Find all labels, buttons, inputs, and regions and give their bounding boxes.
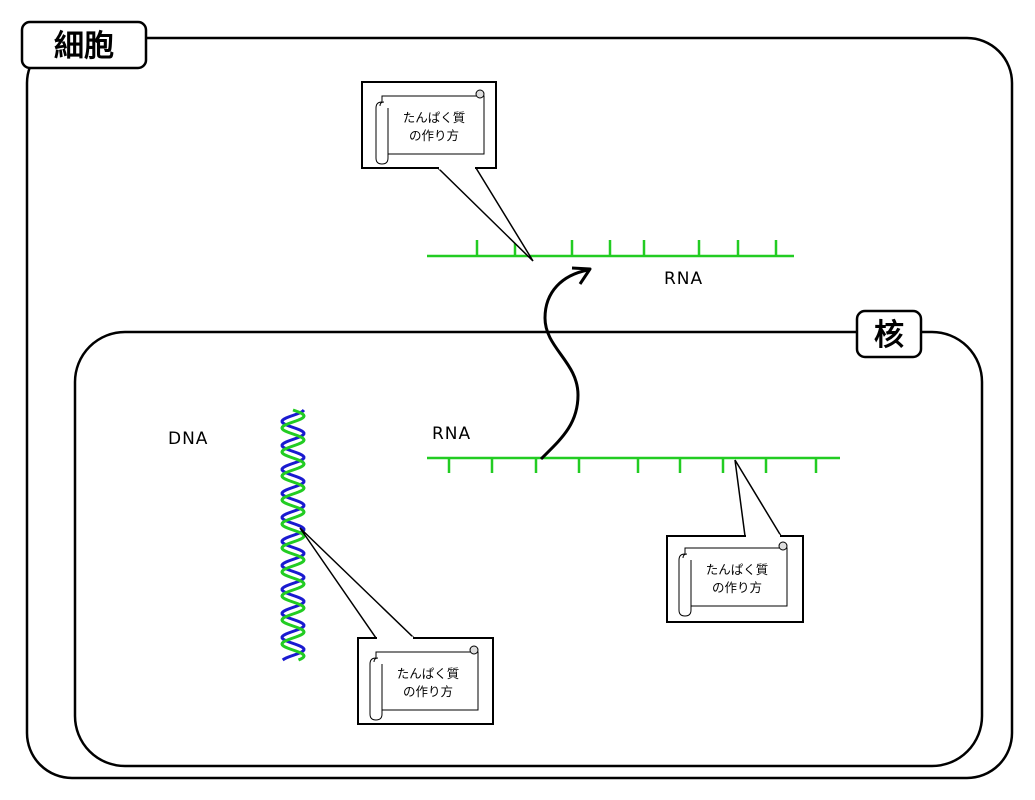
rna-cytoplasm-label: RNA: [664, 269, 703, 289]
dna-strand-blue: [280, 409, 306, 662]
rna-nucleus-label: RNA: [432, 424, 471, 444]
dna-helix: [280, 408, 306, 662]
cell-label-tag: 細胞: [20, 20, 148, 70]
scroll-text-line2: の作り方: [712, 580, 762, 595]
scroll-text-line1: たんぱく質: [706, 562, 769, 577]
cell-membrane: [25, 36, 1014, 780]
scroll-text-line1: たんぱく質: [397, 666, 460, 681]
scroll-text-line2: の作り方: [409, 128, 459, 143]
scroll-icon: たんぱく質 の作り方: [375, 89, 485, 165]
cell-label: 細胞: [54, 29, 114, 64]
nucleus-label: 核: [874, 318, 904, 353]
rna-strand-nucleus: [427, 456, 840, 473]
scroll-icon: たんぱく質 の作り方: [678, 541, 788, 617]
dna-strand-green: [280, 408, 306, 662]
scroll-text-line1: たんぱく質: [403, 110, 466, 125]
scroll-text-line2: の作り方: [403, 684, 453, 699]
callout-rna-nucleus: たんぱく質 の作り方: [666, 459, 804, 623]
nucleus-membrane: [73, 330, 984, 768]
scroll-icon: たんぱく質 の作り方: [369, 645, 479, 721]
export-arrow: [539, 266, 592, 461]
nucleus-label-tag: 核: [855, 309, 923, 359]
dna-label: DNA: [168, 429, 208, 449]
callout-rna-cytoplasm: たんぱく質 の作り方: [361, 81, 534, 262]
rna-strand-cytoplasm: [427, 240, 794, 258]
callout-dna: たんぱく質 の作り方: [299, 527, 494, 725]
